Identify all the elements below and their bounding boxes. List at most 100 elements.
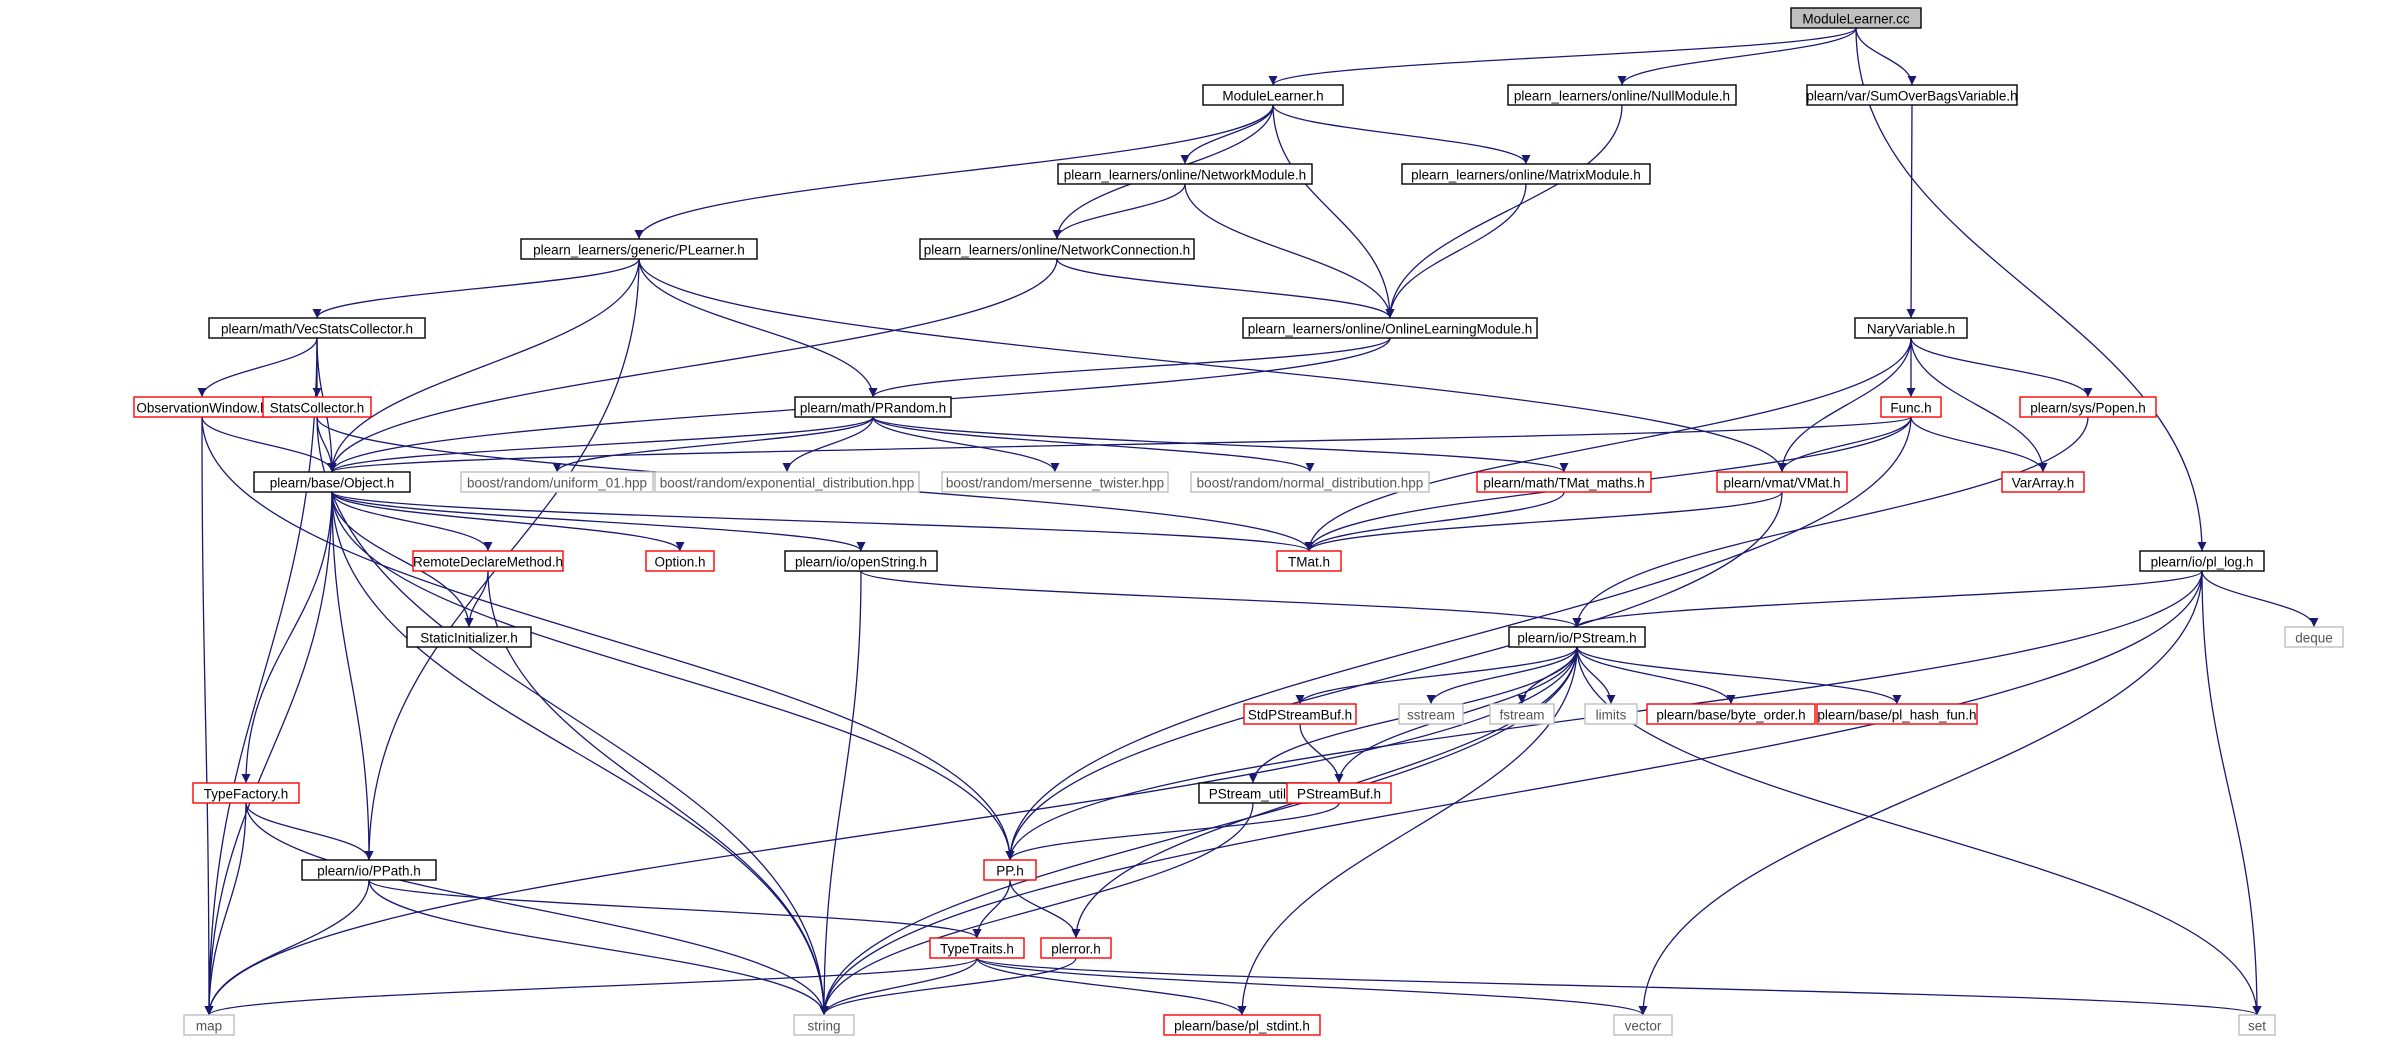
edge-vecStats-to-observationWindow [197,337,318,398]
node-networkModule[interactable]: plearn_learners/online/NetworkModule.h [1057,163,1313,185]
edge-pLearner-to-pRandom [638,258,878,398]
node-vector: vector [1613,1014,1673,1036]
node-pp[interactable]: PP.h [983,859,1037,881]
node-pstream[interactable]: plearn/io/PStream.h [1508,626,1646,648]
edge-func-to-vmat [1777,416,1912,473]
node-sumOverBags[interactable]: plearn/var/SumOverBagsVariable.h [1806,84,2018,106]
node-varArray[interactable]: VarArray.h [2001,471,2085,493]
edge-typeTraits-to-set [976,957,2262,1016]
node-pLearner[interactable]: plearn_learners/generic/PLearner.h [520,238,758,260]
node-box [1190,471,1430,493]
node-label: plearn/base/pl_hash_fun.h [1817,708,1976,723]
node-pstreamUtil[interactable]: PStream_util.h [1198,782,1308,804]
node-popen[interactable]: plearn/sys/Popen.h [2019,396,2157,418]
edge-ppath-to-typeTraits [368,879,982,939]
node-box [919,238,1195,260]
node-plerror[interactable]: plerror.h [1040,937,1112,959]
node-box [1816,703,1978,725]
node-box [794,396,952,418]
node-label: sstream [1407,708,1455,723]
node-box [793,1014,855,1036]
node-box [192,782,300,804]
node-box [1163,1014,1321,1036]
node-typeTraits[interactable]: TypeTraits.h [929,937,1025,959]
edge-plLog-to-vector [1638,570,2203,1016]
node-plStdint[interactable]: plearn/base/pl_stdint.h [1163,1014,1321,1036]
edge-naryVariable-to-tmat [1304,337,1912,552]
edge-observationWindow-to-object [201,416,337,473]
node-tmatMaths[interactable]: plearn/math/TMat_maths.h [1476,471,1652,493]
node-statsCollector[interactable]: StatsCollector.h [262,396,372,418]
node-observationWindow[interactable]: ObservationWindow.h [133,396,271,418]
node-label: plearn/io/PPath.h [317,864,421,879]
node-plHashFun[interactable]: plearn/base/pl_hash_fun.h [1816,703,1978,725]
node-label: plearn_learners/online/NullModule.h [1514,89,1730,104]
node-func[interactable]: Func.h [1880,396,1942,418]
node-nullModule[interactable]: plearn_learners/online/NullModule.h [1507,84,1737,106]
node-tmat[interactable]: TMat.h [1276,550,1342,572]
edge-pstream-to-string [819,646,1578,1016]
node-box [1489,703,1555,725]
node-plLog[interactable]: plearn/io/pl_log.h [2139,550,2265,572]
node-label: plearn_learners/online/NetworkModule.h [1064,168,1306,183]
edge-networkModule-to-onlineLearning [1184,183,1395,319]
node-box [1040,937,1112,959]
edge-moduleLearnerCc-to-nullModule [1617,27,1857,86]
node-label: plearn/io/PStream.h [1517,631,1636,646]
node-box [654,471,920,493]
node-matrixModule[interactable]: plearn_learners/online/MatrixModule.h [1401,163,1651,185]
node-pstreamBuf[interactable]: PStreamBuf.h [1286,782,1392,804]
edge-matrixModule-to-onlineLearning [1385,183,1527,319]
node-label: plearn_learners/online/NetworkConnection… [924,243,1190,258]
node-typeFactory[interactable]: TypeFactory.h [192,782,300,804]
node-remoteDeclare[interactable]: RemoteDeclareMethod.h [412,550,564,572]
node-box [2019,396,2157,418]
node-byteOrder[interactable]: plearn/base/byte_order.h [1646,703,1816,725]
node-sstream: sstream [1398,703,1464,725]
node-label: vector [1625,1019,1662,1034]
edge-sumOverBags-to-naryVariable [1906,104,1916,319]
node-box [784,550,938,572]
node-openString[interactable]: plearn/io/openString.h [784,550,938,572]
edge-pstreamUtil-to-string [819,802,1254,1016]
node-moduleLearnerH[interactable]: ModuleLearner.h [1202,84,1344,106]
node-label: deque [2295,631,2333,646]
node-limits: limits [1584,703,1638,725]
node-label: RemoteDeclareMethod.h [413,555,563,570]
node-pRandom[interactable]: plearn/math/PRandom.h [794,396,952,418]
edge-pLearner-to-vmat [638,258,1787,473]
node-vecStats[interactable]: plearn/math/VecStatsCollector.h [208,317,426,339]
node-vmat[interactable]: plearn/vmat/VMat.h [1716,471,1848,493]
node-naryVariable[interactable]: NaryVariable.h [1854,317,1968,339]
node-label: plearn/math/VecStatsCollector.h [221,322,413,337]
node-box [301,859,437,881]
edge-object-to-tmat [331,491,1314,552]
edge-vmat-to-pp [1005,491,1783,861]
node-label: StaticInitializer.h [420,631,518,646]
edge-networkConnection-to-object [327,258,1058,473]
node-box [983,859,1037,881]
edge-remoteDeclare-to-string [487,570,829,1016]
edge-object-to-option [331,491,685,552]
node-stdPStreamBuf[interactable]: StdPStreamBuf.h [1243,703,1357,725]
edge-pLearner-to-object [327,258,640,473]
node-box [1584,703,1638,725]
node-box [1401,163,1651,185]
node-onlineLearning[interactable]: plearn_learners/online/OnlineLearningMod… [1242,317,1538,339]
node-ppath[interactable]: plearn/io/PPath.h [301,859,437,881]
node-label: boost/random/uniform_01.hpp [467,476,647,491]
node-object[interactable]: plearn/base/Object.h [253,471,411,493]
node-networkConnection[interactable]: plearn_learners/online/NetworkConnection… [919,238,1195,260]
edge-vecStats-to-map [204,337,318,1016]
node-box [460,471,654,493]
node-moduleLearnerCc[interactable]: ModuleLearner.cc [1790,7,1922,29]
node-label: plearn/math/TMat_maths.h [1483,476,1644,491]
edge-moduleLearnerCc-to-plLog [1855,27,2207,552]
node-staticInit[interactable]: StaticInitializer.h [406,626,532,648]
node-box [253,471,411,493]
node-label: ModuleLearner.h [1222,89,1323,104]
node-box [1057,163,1313,185]
edge-pstream-to-byteOrder [1576,646,1736,705]
node-option[interactable]: Option.h [645,550,715,572]
